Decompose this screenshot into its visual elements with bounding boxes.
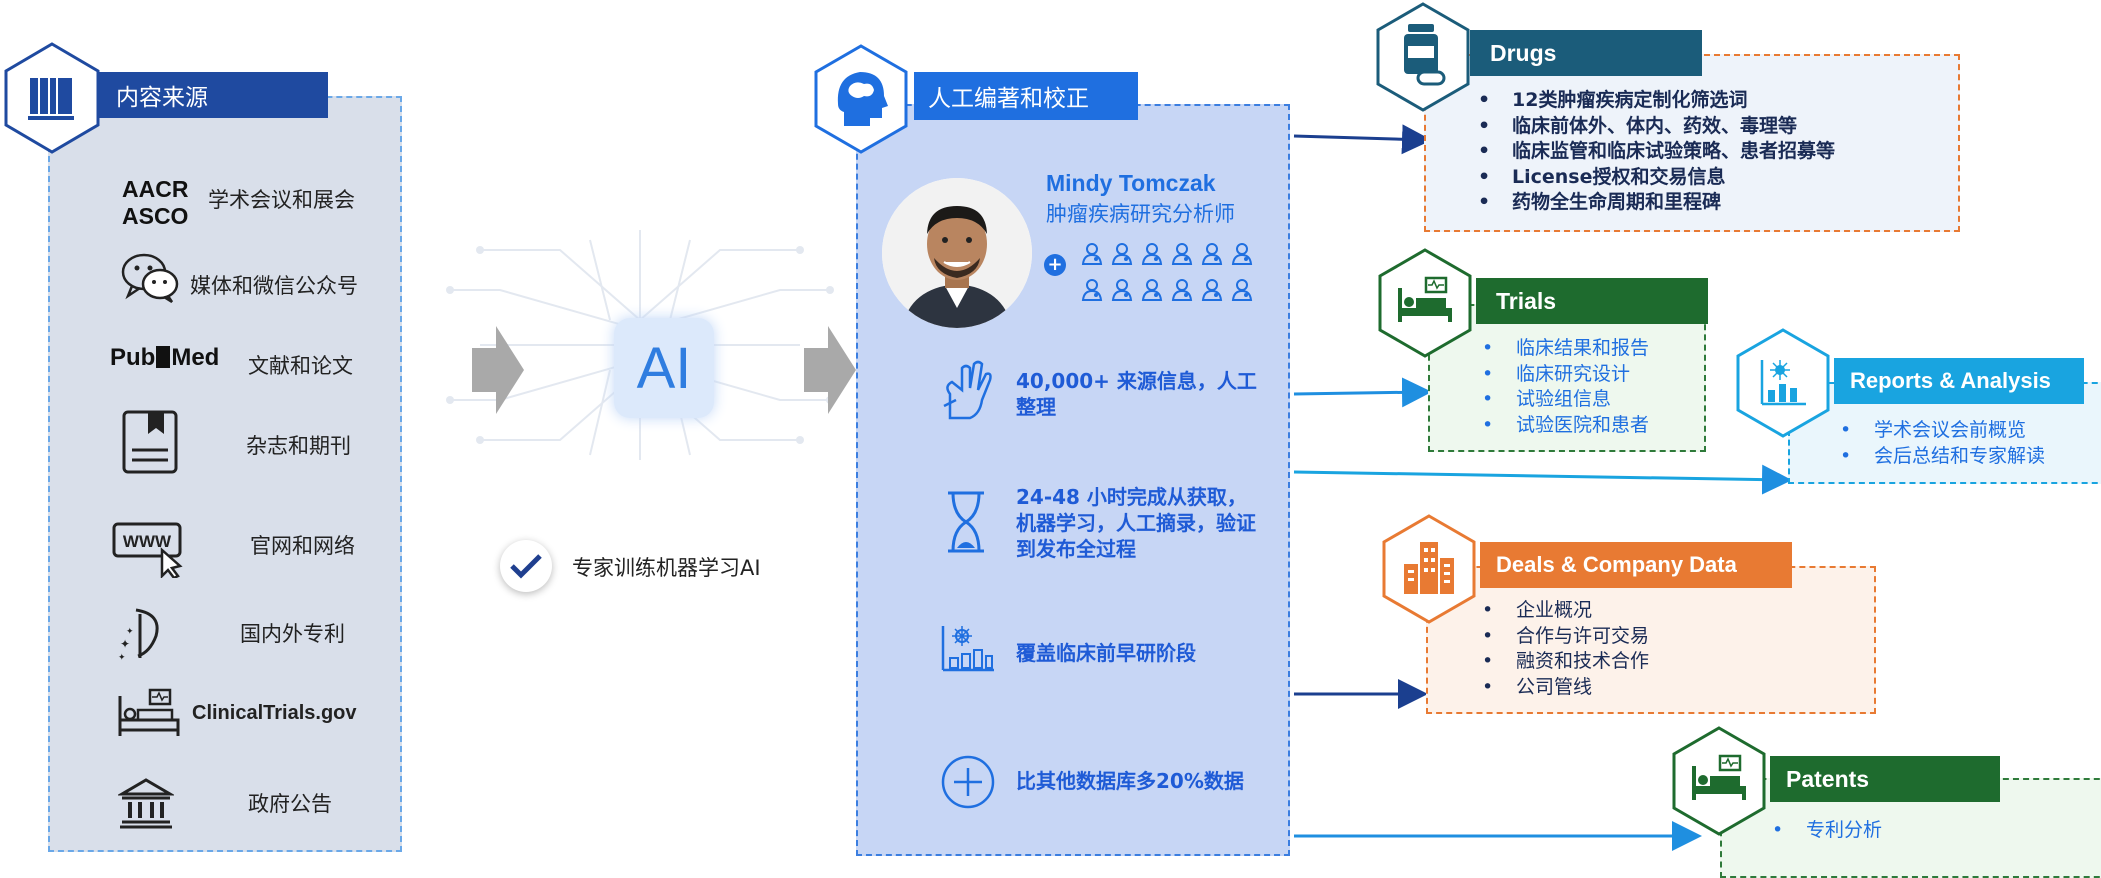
preclinical-icon	[941, 626, 994, 672]
feature-turnaround-text: 24-48 小时完成从获取，机器学习，人工摘录，验证到发布全过程	[1016, 485, 1256, 561]
patent-icon: ✦ ✦ ✦	[118, 608, 159, 662]
hourglass-icon	[948, 491, 984, 553]
sources-title-bar: 内容来源	[96, 72, 328, 118]
source-label: ClinicalTrials.gov	[192, 702, 357, 724]
list-item: 12类肿瘤疾病定制化筛选词	[1478, 88, 1835, 114]
buildings-icon	[1404, 542, 1454, 594]
svg-text:✦: ✦	[126, 627, 134, 637]
person-name: Mindy Tomczak	[1046, 170, 1216, 196]
feature-sources-text: 40,000+ 来源信息，人工整理	[1016, 369, 1257, 419]
hospital-bed-icon	[1398, 276, 1452, 322]
feature-preclinical-text: 覆盖临床前早研阶段	[1016, 641, 1196, 665]
source-label: 国内外专利	[240, 622, 345, 646]
list-item: 会后总结和专家解读	[1840, 444, 2045, 470]
list-item: License授权和交易信息	[1478, 165, 1835, 191]
list-item: 企业概况	[1482, 598, 1649, 624]
plus-circle-icon	[941, 755, 995, 809]
list-item: 专利分析	[1772, 818, 1882, 844]
library-icon	[28, 78, 74, 120]
svg-text:WWW: WWW	[123, 532, 172, 551]
check-label: 专家训练机器学习AI	[572, 556, 761, 580]
svg-text:✦: ✦	[118, 653, 126, 662]
deals-title: Deals & Company Data	[1496, 552, 1737, 577]
reports-list: 学术会议会前概览 会后总结和专家解读	[1840, 418, 2045, 469]
source-label: 学术会议和展会	[208, 188, 355, 212]
avatar	[882, 178, 1032, 328]
trials-title: Trials	[1496, 287, 1557, 314]
patents-title: Patents	[1786, 765, 1870, 792]
patents-title-bar: Patents	[1770, 756, 2000, 802]
list-item: 公司管线	[1482, 675, 1649, 701]
person-role: 肿瘤疾病研究分析师	[1046, 202, 1235, 226]
arrow-to-drugs	[1293, 124, 1432, 155]
hospital-bed-icon	[118, 688, 180, 736]
check-icon	[510, 554, 542, 579]
hands-icon	[943, 360, 992, 420]
drugs-list: 12类肿瘤疾病定制化筛选词 临床前体外、体内、药效、毒理等 临床监管和临床试验策…	[1478, 88, 1835, 216]
plus-badge: +	[1044, 254, 1066, 276]
ai-chip: AI	[614, 318, 714, 418]
curation-title-bar: 人工编著和校正	[914, 72, 1138, 120]
patents-list: 专利分析	[1772, 818, 1882, 844]
arrow-to-trials	[1293, 377, 1432, 408]
sources-panel	[48, 96, 402, 852]
hospital-bed-icon	[1692, 754, 1746, 800]
brain-head-icon	[837, 72, 888, 126]
list-item: 临床监管和临床试验策略、患者招募等	[1478, 139, 1835, 165]
list-item: 临床结果和报告	[1482, 336, 1649, 362]
reports-hex-icon	[1736, 328, 1830, 438]
wechat-icon	[121, 253, 179, 304]
reports-title: Reports & Analysis	[1850, 368, 2051, 393]
list-item: 融资和技术合作	[1482, 649, 1649, 675]
source-label: 官网和网络	[250, 534, 355, 558]
drugs-hex-icon	[1376, 2, 1470, 112]
source-label: 政府公告	[248, 792, 332, 816]
source-label: 媒体和微信公众号	[190, 274, 358, 298]
ai-chip-label: AI	[636, 335, 692, 401]
list-item: 临床前体外、体内、药效、毒理等	[1478, 114, 1835, 140]
list-item: 合作与许可交易	[1482, 624, 1649, 650]
list-item: 试验组信息	[1482, 387, 1649, 413]
aacr-asco-logo: AACR ASCO	[122, 176, 189, 229]
arrow-to-reports	[1293, 464, 1792, 495]
curation-title: 人工编著和校正	[928, 86, 1089, 112]
trials-hex-icon	[1378, 248, 1472, 358]
list-item: 学术会议会前概览	[1840, 418, 2045, 444]
feature-more-data-text: 比其他数据库多20%数据	[1016, 769, 1244, 793]
trials-title-bar: Trials	[1476, 278, 1708, 324]
list-item: 临床研究设计	[1482, 362, 1649, 388]
check-circle	[500, 540, 552, 592]
curation-hex-icon	[814, 44, 908, 154]
patents-hex-icon	[1672, 726, 1766, 836]
drugs-title-bar: Drugs	[1470, 30, 1702, 76]
list-item: 试验医院和患者	[1482, 413, 1649, 439]
reports-title-bar: Reports & Analysis	[1834, 358, 2084, 404]
sources-title: 内容来源	[116, 85, 208, 111]
government-icon	[118, 778, 174, 829]
trials-list: 临床结果和报告 临床研究设计 试验组信息 试验医院和患者	[1482, 336, 1649, 438]
sources-hex-icon	[4, 42, 100, 154]
deals-hex-icon	[1382, 514, 1476, 624]
www-icon: WWW	[112, 522, 183, 578]
source-label: 杂志和期刊	[246, 434, 351, 458]
svg-text:✦: ✦	[120, 637, 130, 651]
drugs-title: Drugs	[1490, 39, 1557, 66]
arrow-right-icon	[472, 326, 524, 414]
deals-title-bar: Deals & Company Data	[1480, 542, 1792, 588]
report-chart-icon	[1760, 360, 1806, 406]
pill-bottle-icon	[1404, 24, 1446, 86]
journal-icon	[122, 410, 178, 474]
arrow-right-icon	[804, 326, 856, 414]
list-item: 药物全生命周期和里程碑	[1478, 190, 1835, 216]
source-label: 文献和论文	[248, 354, 353, 378]
deals-list: 企业概况 合作与许可交易 融资和技术合作 公司管线	[1482, 598, 1649, 700]
